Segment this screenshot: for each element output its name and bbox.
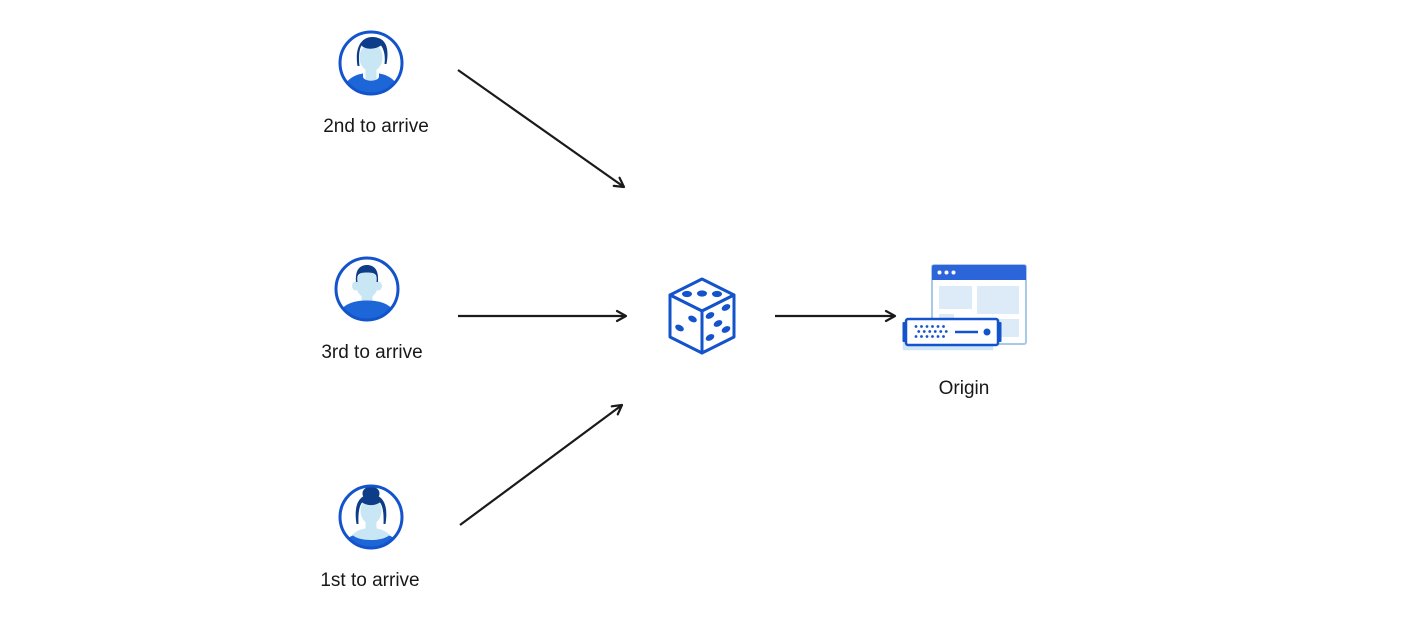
origin-browser-server-icon [901, 264, 1027, 352]
node-user-first [338, 484, 404, 550]
user-male-swept-hair-avatar-icon [338, 30, 404, 96]
arrow-user-third-to-dice [458, 309, 628, 323]
node-origin [898, 262, 1030, 366]
node-label-origin: Origin [938, 378, 990, 399]
arrow-dice-to-origin [775, 309, 897, 323]
node-label-user-first: 1st to arrive [320, 570, 420, 591]
dice-icon [668, 277, 736, 355]
node-user-second [338, 30, 404, 96]
user-male-flat-top-avatar-icon [334, 256, 400, 322]
node-user-third [334, 256, 400, 322]
arrow-user-second-to-dice [457, 69, 626, 189]
arrow-user-first-to-dice [459, 403, 624, 526]
node-label-user-third: 3rd to arrive [321, 342, 423, 363]
user-female-bun-avatar-icon [338, 484, 404, 550]
node-label-user-second: 2nd to arrive [323, 116, 429, 137]
node-dice [666, 276, 738, 356]
